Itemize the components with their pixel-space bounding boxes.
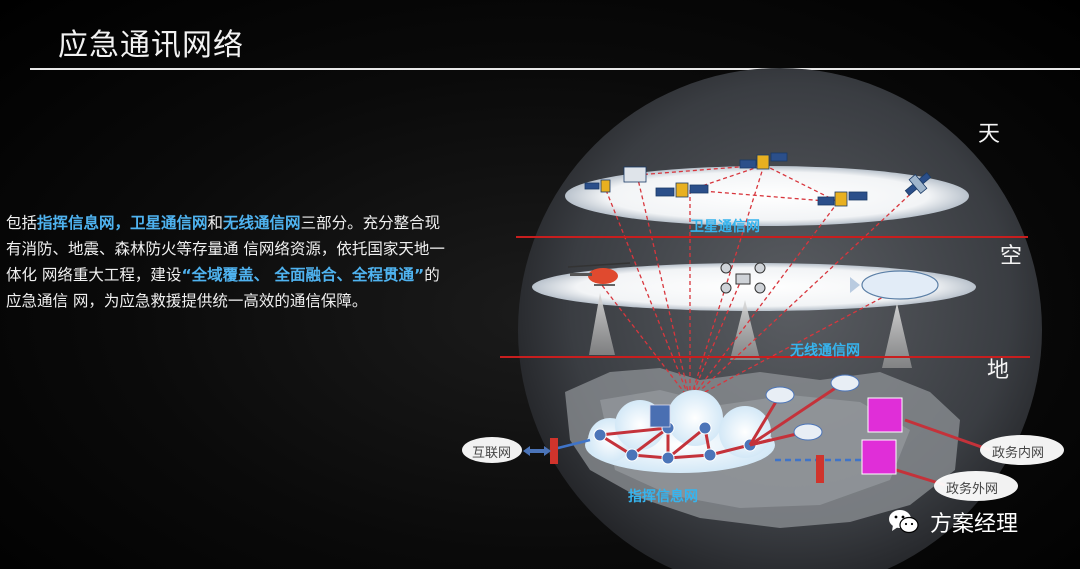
layer-ground: 地 — [987, 358, 1010, 383]
desc-part-2: 和 — [207, 214, 224, 232]
firewall-icon-right — [816, 455, 824, 483]
helicopter-icon — [567, 262, 631, 286]
base-station-icon — [765, 374, 860, 441]
command-center-building — [649, 404, 671, 428]
desc-highlight-1: 指挥信息网，卫星通信网 — [37, 214, 208, 232]
wireless-network-label: 无线通信网 — [790, 343, 860, 359]
layer-sky: 天 — [978, 122, 1001, 147]
slide-title: 应急通讯网络 — [58, 28, 244, 63]
gov-external-label: 政务外网 — [946, 482, 999, 497]
satellite-icon — [584, 152, 932, 207]
wechat-icon — [889, 510, 919, 534]
desc-part-4: 的应急通信 网，为应急救援提供统一高效的通信保障。 — [6, 266, 440, 310]
beam-center — [730, 300, 760, 360]
desc-part-1: 包括 — [6, 214, 38, 232]
title-divider — [30, 68, 1080, 70]
gov-building-icon — [861, 397, 903, 475]
satellite-network-label: 卫星通信网 — [690, 219, 760, 235]
desc-highlight-3: “全域覆盖、 全面融合、全程贯通” — [181, 266, 425, 284]
desc-part-3: 三部分。充分整合现 有消防、地震、森林防火等存量通 信网络资源，依托国家天地一体… — [6, 214, 445, 284]
double-arrow-icon — [523, 446, 551, 456]
beam-left — [589, 293, 615, 355]
drone-icon — [720, 262, 766, 294]
air-disc — [532, 263, 976, 311]
beam-right — [882, 303, 912, 368]
desc-highlight-2: 无线通信网 — [223, 214, 301, 232]
internet-label: 互联网 — [472, 446, 512, 461]
firewall-icon-left — [550, 438, 558, 464]
description-text: 包括指挥信息网，卫星通信网和无线通信网三部分。充分整合现 有消防、地震、森林防火… — [6, 210, 446, 314]
gov-internal-label: 政务内网 — [992, 446, 1045, 461]
satellite-links — [597, 164, 921, 401]
brand-name: 方案经理 — [930, 512, 1019, 537]
brand-watermark: 方案经理 — [888, 506, 1018, 538]
airship-icon — [850, 270, 939, 300]
command-network-label: 指挥信息网 — [628, 489, 698, 505]
layer-air: 空 — [1000, 244, 1023, 269]
